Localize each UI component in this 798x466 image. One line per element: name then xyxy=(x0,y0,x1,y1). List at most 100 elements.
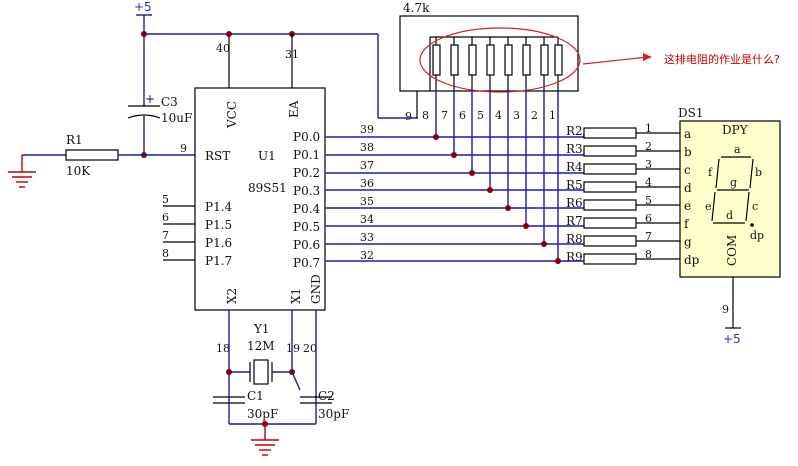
pin-p15-name: P1.5 xyxy=(205,218,232,232)
c2-ref: C2 xyxy=(318,389,335,403)
pin-35-num: 35 xyxy=(360,195,374,208)
pin-rst-name: RST xyxy=(205,149,230,163)
y1-ref: Y1 xyxy=(253,322,270,336)
ds1-pin-6: 6 xyxy=(645,212,652,225)
vcc-label-bottom: +5 xyxy=(723,332,741,346)
pin-36-num: 36 xyxy=(360,177,374,190)
pin-40-num: 40 xyxy=(216,42,230,55)
seg-label-dp: dp xyxy=(750,229,764,242)
pin-31-num: 31 xyxy=(285,48,299,61)
c3-value: 10uF xyxy=(161,111,192,125)
ds1-com-label: COM xyxy=(725,235,739,266)
pin-p04-name: P0.4 xyxy=(293,202,321,216)
pin-9-num: 9 xyxy=(180,142,187,155)
ds1-name-g: g xyxy=(684,235,692,249)
ds1-ref: DS1 xyxy=(678,106,703,120)
ds1-pin-2: 2 xyxy=(645,140,652,153)
ds1-name-f: f xyxy=(684,217,690,231)
mcu-ref: U1 xyxy=(258,149,276,163)
pin-ea-name: EA xyxy=(287,100,301,118)
ds1-pin-5: 5 xyxy=(645,194,652,207)
r5-ref: R5 xyxy=(566,178,583,192)
pin-p00-name: P0.0 xyxy=(293,130,320,144)
ds1-name-a: a xyxy=(684,127,691,141)
rpack-pin-5: 5 xyxy=(477,109,484,122)
vcc-supply-top: +5 xyxy=(134,0,152,34)
pin-p17-name: P1.7 xyxy=(205,254,232,268)
pin-5-num: 5 xyxy=(162,193,169,206)
rpack-pin-4: 4 xyxy=(495,109,502,122)
rpack-pin-1: 1 xyxy=(549,109,556,122)
pin-7-num: 7 xyxy=(162,229,169,242)
seven-segment-glyph xyxy=(711,156,754,227)
pin-p03-name: P0.3 xyxy=(293,184,320,198)
rpack-value: 4.7k xyxy=(403,1,430,15)
p0-bus xyxy=(325,91,584,264)
ds1-name-e: e xyxy=(684,199,691,213)
r7-ref: R7 xyxy=(566,214,583,228)
pin-37-num: 37 xyxy=(360,159,374,172)
ds1-pin-8: 8 xyxy=(645,248,652,261)
seg-label-a: a xyxy=(734,143,741,156)
pin-p06-name: P0.6 xyxy=(293,238,320,252)
capacitor-c3: + C3 10uF xyxy=(127,34,192,158)
capacitor-c1: C1 30pF xyxy=(213,389,278,421)
ds1-pin-3: 3 xyxy=(645,158,652,171)
pin-20-num: 20 xyxy=(303,342,317,355)
c1-value: 30pF xyxy=(247,407,278,421)
y1-value: 12M xyxy=(247,339,275,353)
pin-vcc-name: VCC xyxy=(225,101,239,129)
ds1-pin-7: 7 xyxy=(645,230,652,243)
pin-19-num: 19 xyxy=(286,342,300,355)
series-resistors: R2 R3 R4 R5 R6 R7 R8 R9 xyxy=(566,124,680,265)
pin-p14-name: P1.4 xyxy=(205,200,233,214)
r1-value: 10K xyxy=(66,164,91,178)
pin-18-num: 18 xyxy=(216,342,230,355)
r1-ref: R1 xyxy=(66,133,83,147)
seg-label-c: c xyxy=(752,200,758,213)
pin-39-num: 39 xyxy=(360,123,374,136)
ds1-pin-4: 4 xyxy=(645,176,652,189)
seg-label-d: d xyxy=(726,209,733,222)
mcu-part: 89S51 xyxy=(248,181,287,195)
resistor-r1: R1 10K xyxy=(22,133,195,178)
r9-ref: R9 xyxy=(566,250,583,264)
highlight-ellipse xyxy=(419,27,581,93)
rpack-pin-7: 7 xyxy=(441,109,448,122)
c3-plus-sign: + xyxy=(145,92,155,106)
pin-p05-name: P0.5 xyxy=(293,220,320,234)
pin-34-num: 34 xyxy=(360,213,374,226)
r2-ref: R2 xyxy=(566,124,583,138)
annotation-question: 这排电阻的作业是什么? xyxy=(664,52,780,66)
pin-38-num: 38 xyxy=(360,141,374,154)
pin-8-num: 8 xyxy=(162,247,169,260)
rpack-elements xyxy=(432,37,563,91)
seg-label-f: f xyxy=(708,166,713,179)
display-ds1: DS1 DPY 1 2 3 4 5 6 7 8 a b c d e f g dp… xyxy=(645,106,781,346)
r3-ref: R3 xyxy=(566,142,583,156)
pin-gnd-name: GND xyxy=(309,274,323,304)
seg-label-b: b xyxy=(755,166,762,179)
capacitor-c2: C2 30pF xyxy=(291,371,349,421)
ds1-name-d: d xyxy=(684,181,692,195)
pin-p01-name: P0.1 xyxy=(293,148,320,162)
pin-p16-name: P1.6 xyxy=(205,236,232,250)
rpack-pin-2: 2 xyxy=(531,109,538,122)
pin-x1-name: X1 xyxy=(289,288,303,304)
rpack-pin-3: 3 xyxy=(513,109,520,122)
pin-x2-name: X2 xyxy=(225,288,239,304)
rpack-pin-9: 9 xyxy=(405,110,412,123)
rpack-pin-8: 8 xyxy=(422,109,429,122)
ds1-pin-1: 1 xyxy=(645,122,652,135)
c1-ref: C1 xyxy=(247,389,264,403)
crystal-y1: Y1 12M xyxy=(226,310,317,424)
r4-ref: R4 xyxy=(566,160,583,174)
mcu-u1: 40 31 VCC EA RST 9 U1 89S51 5 6 7 8 P1.4… xyxy=(162,34,374,355)
ds1-title: DPY xyxy=(722,123,749,137)
ds1-name-dp: dp xyxy=(684,253,700,267)
vcc-label-top: +5 xyxy=(134,0,152,14)
pin-p07-name: P0.7 xyxy=(293,256,320,270)
rpack-pin-6: 6 xyxy=(459,109,466,122)
seg-label-g: g xyxy=(730,176,737,189)
